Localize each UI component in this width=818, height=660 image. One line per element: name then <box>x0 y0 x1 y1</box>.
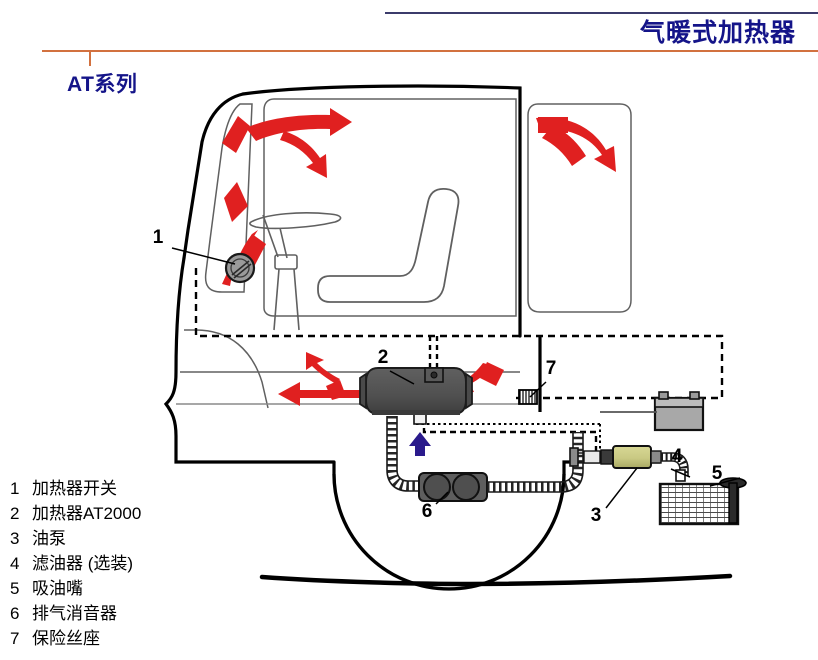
legend-number: 6 <box>10 604 20 623</box>
callout-leader-2 <box>389 370 415 385</box>
cab-interior-detail <box>176 98 632 409</box>
fuel-flow-arrow <box>409 432 431 456</box>
legend-number: 7 <box>10 629 20 648</box>
legend-label: 加热器开关 <box>32 479 117 498</box>
exhaust-line <box>386 416 584 502</box>
callout-leader-5 <box>709 477 741 487</box>
legend-item-4: 4 滤油器 (选装) <box>10 549 240 574</box>
legend-item-2: 2 加热器AT2000 <box>10 499 240 524</box>
exhaust-muffler <box>418 472 488 502</box>
legend-label: 滤油器 (选装) <box>32 554 134 573</box>
driver-seat <box>317 187 460 303</box>
truck-cab-outline <box>163 84 733 591</box>
wiring-fine <box>416 423 601 452</box>
legend-number: 1 <box>10 479 20 498</box>
callout-5: 5 <box>712 463 723 484</box>
heater-outlet-arrow <box>278 352 364 406</box>
legend-label: 加热器AT2000 <box>32 504 142 523</box>
callout-leader-1 <box>171 247 236 265</box>
callout-leader-7 <box>529 381 547 398</box>
header-rule-tick <box>89 50 91 66</box>
legend-number: 2 <box>10 504 20 523</box>
legend-item-6: 6 排气消音器 <box>10 599 240 624</box>
callout-2: 2 <box>378 347 389 368</box>
callout-3: 3 <box>591 505 602 526</box>
callout-1: 1 <box>153 227 164 248</box>
heater-unit <box>359 367 473 425</box>
legend-label: 吸油嘴 <box>32 579 83 598</box>
header-rule-orange <box>42 50 818 52</box>
legend-item-1: 1 加热器开关 <box>10 474 240 499</box>
header-rule-navy <box>385 12 818 14</box>
legend-number: 3 <box>10 529 20 548</box>
legend-label: 油泵 <box>32 529 66 548</box>
callout-6: 6 <box>422 501 433 522</box>
callout-leader-3 <box>605 467 638 509</box>
legend-number: 4 <box>10 554 20 573</box>
steering-wheel <box>249 212 342 331</box>
fuse-holder <box>518 389 538 405</box>
legend-label: 保险丝座 <box>32 629 100 648</box>
heater-switch <box>224 252 256 284</box>
series-title: AT系列 <box>67 73 138 96</box>
page-title: 气暖式加热器 <box>639 19 796 47</box>
callout-7: 7 <box>546 358 557 379</box>
callout-leader-4 <box>670 468 691 478</box>
wiring-harness <box>194 268 724 452</box>
battery <box>653 391 705 432</box>
legend-item-5: 5 吸油嘴 <box>10 574 240 599</box>
legend-number: 5 <box>10 579 20 598</box>
callout-leader-6 <box>435 491 449 505</box>
legend-item-7: 7 保险丝座 <box>10 624 240 649</box>
airflow-arrows <box>222 108 616 286</box>
fuel-tank <box>658 477 747 526</box>
callout-4: 4 <box>672 446 683 467</box>
legend-item-3: 3 油泵 <box>10 524 240 549</box>
callout-numbers: 1 2 3 4 5 6 7 <box>153 227 723 526</box>
fuel-line <box>569 447 601 467</box>
legend-label: 排气消音器 <box>32 604 117 623</box>
legend-list: 1 加热器开关 2 加热器AT2000 3 油泵 4 滤油器 (选装) 5 吸油… <box>10 474 240 649</box>
fuel-pump <box>600 445 662 469</box>
